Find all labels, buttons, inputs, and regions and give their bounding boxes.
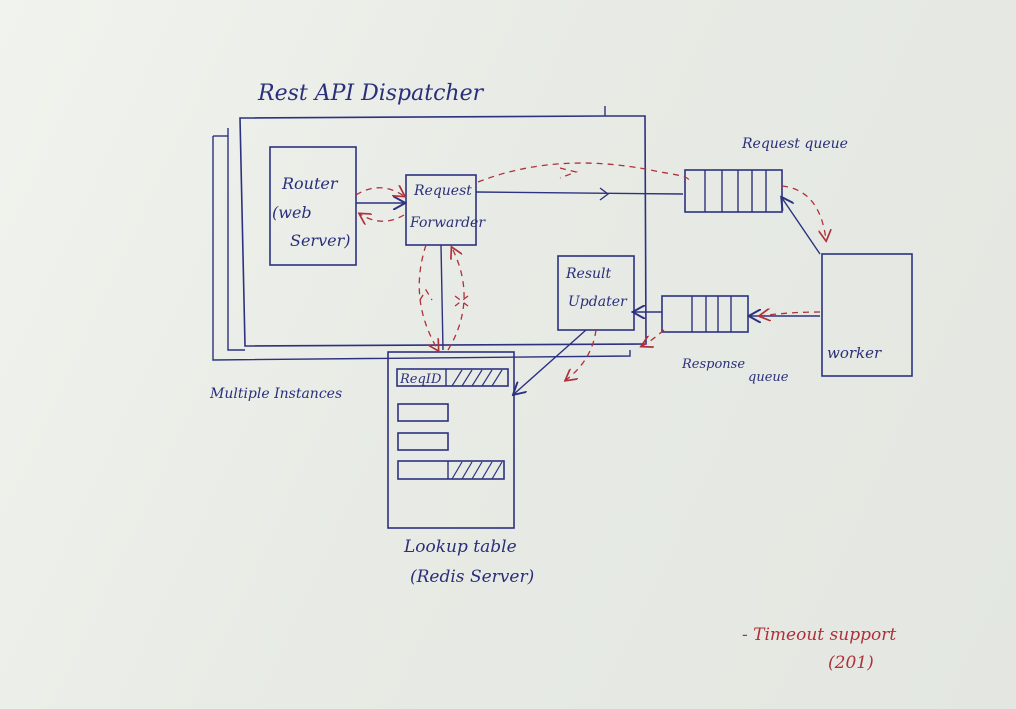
updater-label-1: Result [565,266,612,282]
lookup-label-2: (Redis Server) [410,567,534,587]
request-queue [684,169,783,213]
red-forwarder-to-lookup [418,244,438,350]
instance-frame-back [212,136,631,361]
worker-label: worker [827,344,882,362]
lookup-table-box [387,351,515,529]
response-queue-label-2: queue [748,370,789,385]
red-request-queue-to-worker [781,185,826,240]
instance-frame-mid [227,128,245,351]
router-label-2: (web [272,203,312,222]
timeout-note-line-1: - Timeout support [742,625,896,645]
lookup-row-reqid [396,368,509,387]
dispatcher-title: Rest API Dispatcher [257,81,485,106]
request-queue-label: Request queue [741,136,848,152]
red-cross-mark [454,295,469,307]
red-response-queue-to-dispatcher [642,329,665,346]
multiple-instances-label: Multiple Instances [209,386,342,402]
lookup-label-1: Lookup table [403,537,517,557]
forwarder-to-lookup-line [440,244,444,351]
router-label-3: Server) [290,231,350,250]
red-up-arrowhead [419,288,433,301]
forwarder-to-request-queue-line [475,191,684,195]
red-worker-to-response-queue [760,312,821,316]
req-id-label: ReqID [399,372,442,387]
forwarder-label-2: Forwarder [409,215,486,231]
red-router-to-forwarder [355,188,404,196]
dispatcher-box [239,115,647,347]
router-box [269,146,357,266]
forwarder-label-1: Request [413,183,472,199]
request-queue-arrowhead [599,187,610,201]
red-updater-to-lookup [566,329,597,380]
worker-to-request-queue-arrow [782,198,821,255]
red-forwarder-to-request-queue [477,162,690,183]
response-queue-label-1: Response [681,357,745,372]
updater-label-2: Updater [568,294,628,310]
router-label-1: Router [281,174,339,193]
red-forwarder-to-router [360,214,405,221]
red-request-queue-arrowhead [559,167,579,179]
timeout-note-line-2: (201) [828,653,874,673]
worker-box [821,253,913,377]
red-lookup-to-forwarder [447,248,465,351]
response-queue [661,295,749,333]
lookup-row-4 [397,460,505,480]
lookup-row-3 [397,432,449,451]
updater-to-lookup-arrow [514,329,587,394]
lookup-row-2 [397,403,449,422]
